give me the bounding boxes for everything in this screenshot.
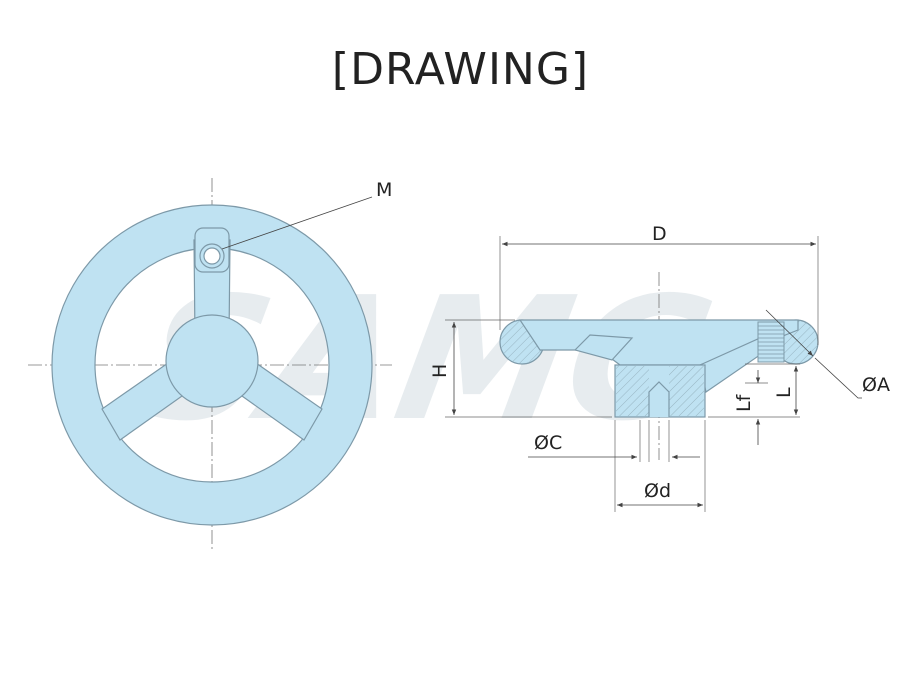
drawing-title: [DRAWING]	[331, 44, 590, 95]
handwheel-rim	[51, 204, 373, 526]
label-l: L	[773, 387, 795, 398]
label-c: ØC	[534, 432, 562, 454]
label-a: ØA	[862, 374, 890, 396]
label-d-small: Ød	[644, 480, 671, 502]
thread-lines	[758, 325, 784, 359]
spoke-nub	[573, 334, 634, 361]
leader-line-a-tail	[814, 357, 862, 399]
front-view: M	[28, 178, 392, 550]
section-view: D H L Lf ØA ØC Ød	[429, 223, 890, 512]
hub-bore	[648, 381, 670, 417]
hub	[165, 314, 259, 408]
label-lf: Lf	[733, 393, 755, 412]
label-m: M	[376, 179, 392, 201]
hub-section-hatch-left	[616, 366, 649, 416]
set-screw-hole-outer	[199, 243, 225, 269]
set-screw-hole-inner	[203, 247, 221, 265]
hub-section-hatch-right	[669, 366, 704, 416]
extension-lines	[445, 236, 819, 512]
label-d: D	[652, 223, 667, 245]
label-h: H	[429, 364, 451, 378]
leader-line-a	[765, 309, 814, 357]
leader-line-m	[221, 196, 373, 250]
